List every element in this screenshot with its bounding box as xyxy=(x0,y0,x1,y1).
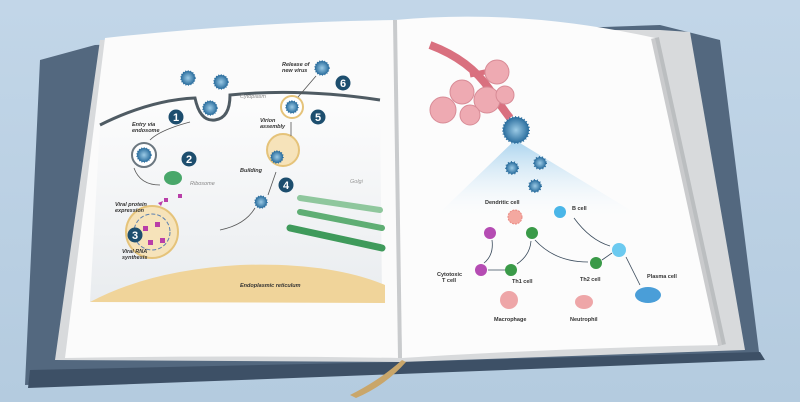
cell-membrane xyxy=(99,90,381,127)
ribosome-shape xyxy=(164,171,182,185)
virus-particles xyxy=(136,60,330,209)
label-cytoplasm: Cytoplasm xyxy=(240,94,266,100)
virus-icon xyxy=(285,100,299,114)
label-dendritic-cell: Dendritic cell xyxy=(485,200,520,206)
label-b-cell: B cell xyxy=(572,206,587,212)
label-entry-2: endosome xyxy=(132,128,160,134)
macrophage-shape xyxy=(500,291,518,309)
label-ribosome: Ribosome xyxy=(190,181,215,187)
step-badge-6: 6 xyxy=(335,75,351,91)
step-badge-4: 4 xyxy=(278,177,294,193)
virus-icon xyxy=(505,161,519,175)
label-macrophage: Macrophage xyxy=(494,317,526,323)
page-edges xyxy=(651,37,726,346)
golgi-shape xyxy=(286,195,386,252)
lungs xyxy=(428,41,515,126)
th2-cell xyxy=(590,257,602,269)
label-entry-1: Entry via xyxy=(132,122,155,128)
virus-icon xyxy=(270,150,284,164)
arrows xyxy=(133,75,317,231)
label-plasma-cell: Plasma cell xyxy=(647,274,677,280)
label-virion-1: Virion xyxy=(260,118,276,124)
label-building: Building xyxy=(240,168,263,174)
label-golgi: Golgi xyxy=(350,179,364,185)
virus-icon xyxy=(254,195,268,209)
viral-proteins xyxy=(143,194,182,245)
label-cytotoxic-1: Cytotoxic xyxy=(437,272,462,278)
activated-b-cell xyxy=(612,243,626,257)
svg-text:6: 6 xyxy=(340,78,346,90)
svg-text:5: 5 xyxy=(315,112,321,124)
immune-response-illustration: Dendritic cell B cell Cytotoxic T cell T… xyxy=(428,41,677,323)
virus-particles-right xyxy=(502,116,547,193)
viral-lifecycle-illustration: 1 2 3 4 5 6 Release of new virus Cytopla… xyxy=(90,60,386,303)
th1-cell xyxy=(505,264,517,276)
step-badges: 1 2 3 4 5 6 xyxy=(127,75,351,243)
step-badge-3: 3 xyxy=(127,227,143,243)
virus-icon xyxy=(213,74,229,90)
label-rna-2: synthesis xyxy=(122,255,147,261)
virus-icon xyxy=(528,179,542,193)
label-th2-cell: Th2 cell xyxy=(580,277,601,283)
svg-text:2: 2 xyxy=(186,154,192,166)
step-badge-1: 1 xyxy=(168,109,184,125)
light-cone xyxy=(430,140,650,222)
virus-icon xyxy=(202,100,218,116)
t-cell xyxy=(484,227,496,239)
dendritic-cell xyxy=(507,209,523,225)
bookmark-ribbon xyxy=(350,360,406,398)
label-protein-2: expression xyxy=(115,208,145,214)
label-release-1: Release of xyxy=(282,62,311,68)
endoplasmic-reticulum-shape xyxy=(90,264,385,303)
label-release-2: new virus xyxy=(282,68,307,74)
b-cell xyxy=(554,206,566,218)
cell-arrows xyxy=(483,217,641,286)
virus-icon xyxy=(502,116,530,144)
spine-gutter xyxy=(393,19,402,359)
label-er: Endoplasmic reticulum xyxy=(240,283,301,289)
th-cell xyxy=(526,227,538,239)
virus-icon xyxy=(533,156,547,170)
cytotoxic-t-cell xyxy=(475,264,487,276)
svg-text:3: 3 xyxy=(132,230,138,242)
svg-text:1: 1 xyxy=(173,112,179,124)
label-rna-1: Viral RNA xyxy=(122,249,147,255)
virus-icon xyxy=(180,70,196,86)
label-protein-1: Viral protein xyxy=(115,202,148,208)
assembly-vesicle xyxy=(266,133,300,167)
svg-text:4: 4 xyxy=(283,180,290,192)
label-cytotoxic-2: T cell xyxy=(442,278,457,284)
immune-cells xyxy=(475,206,661,309)
label-virion-2: assembly xyxy=(260,124,286,130)
step-badge-2: 2 xyxy=(181,151,197,167)
virus-icon xyxy=(314,60,330,76)
plasma-cell-shape xyxy=(635,287,661,303)
neutrophil-shape xyxy=(575,295,593,309)
label-neutrophil: Neutrophil xyxy=(570,317,598,323)
step-badge-5: 5 xyxy=(310,109,326,125)
virus-icon xyxy=(136,147,152,163)
label-th1-cell: Th1 cell xyxy=(512,279,533,285)
